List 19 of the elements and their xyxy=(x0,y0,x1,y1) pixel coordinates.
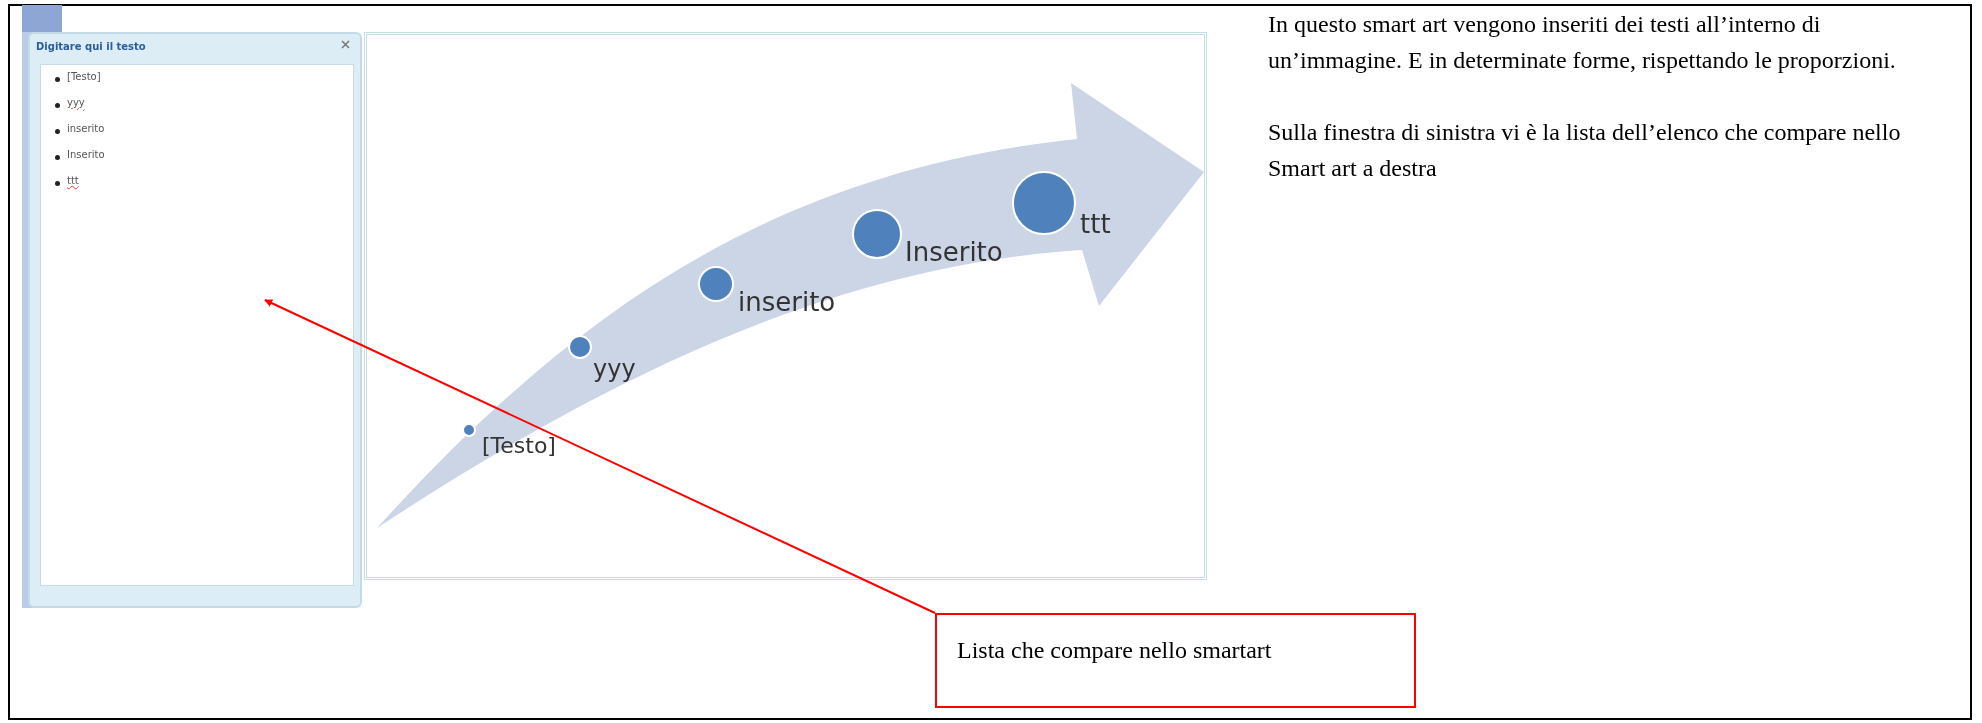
description-text: Sulla finestra di sinistra vi è la lista dell’elenco che compare nello Smart art a destra xyxy=(1268,118,1902,183)
step-label: yyy xyxy=(593,355,636,383)
list-item: ttt xyxy=(67,175,79,186)
smartart-frame xyxy=(364,32,1207,580)
list-item: yyy xyxy=(67,97,85,108)
step-label: inserito xyxy=(738,287,836,317)
callout-text: Lista che compare nello smartart xyxy=(957,637,1272,664)
circle-marker xyxy=(568,335,592,359)
step-label: Inserito xyxy=(905,237,1003,267)
description-text: In questo smart art vengono inseriti dei testi all’interno di un’immagine. E in determinate forme, rispettando le proporzioni. xyxy=(1268,10,1897,75)
callout-box xyxy=(935,613,1416,708)
step-label: [Testo] xyxy=(482,433,556,458)
pane-title: Digitare qui il testo xyxy=(36,41,146,52)
circle-marker xyxy=(462,423,476,437)
step-label: ttt xyxy=(1080,209,1111,239)
leader-arrow xyxy=(264,299,936,614)
list-item: [Testo] xyxy=(67,71,101,82)
list-item: Inserito xyxy=(67,149,105,160)
list-item: inserito xyxy=(67,123,105,134)
